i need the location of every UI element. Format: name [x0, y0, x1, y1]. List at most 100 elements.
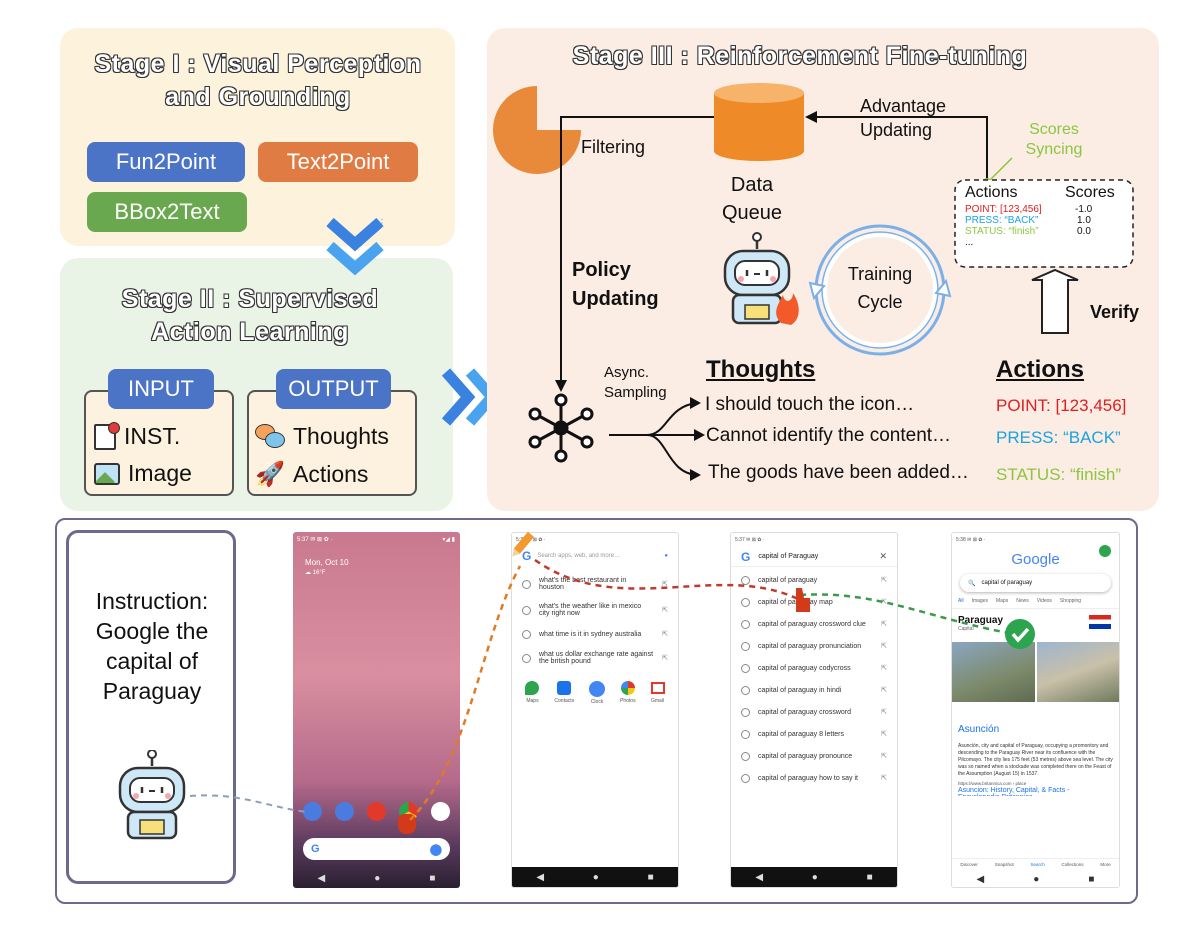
action-status: STATUS: “finish”	[996, 465, 1121, 484]
robot-icon	[118, 750, 186, 840]
output-tag: OUTPUT	[276, 369, 391, 409]
stage3-title: Stage III : Reinforcement Fine-tuning	[572, 42, 1028, 70]
search-icon	[741, 773, 750, 783]
filtering-label: Filtering	[581, 137, 646, 157]
chevron-down-icon: ⋮	[326, 217, 387, 276]
messages-app-icon[interactable]	[335, 802, 354, 821]
output-thoughts-label: Thoughts	[293, 423, 389, 449]
search-input[interactable]: G Search apps, web, and more… ●	[522, 549, 668, 563]
phone-query: 5:37 ✉ ⊠ ✿ · G capital of Paraguay ✕ cap…	[730, 532, 898, 888]
svg-text:⋮: ⋮	[377, 218, 387, 229]
maps-icon	[525, 681, 540, 695]
search-icon	[741, 597, 750, 607]
document-icon	[94, 421, 120, 450]
query-input[interactable]: G capital of Paraguay ✕	[731, 547, 897, 567]
google-logo: Google	[1011, 551, 1060, 568]
answer-link[interactable]: Asuncion: History, Capital, & Facts - En…	[958, 787, 1070, 796]
input-image-row: Image	[94, 460, 192, 487]
cycle-icon	[808, 224, 952, 356]
network-icon	[528, 393, 594, 463]
instruction-card	[66, 530, 236, 884]
phone-app-icon[interactable]	[303, 802, 322, 821]
bottom-frame	[55, 518, 1138, 904]
output-actions-row: 🚀 Actions	[255, 460, 368, 489]
home-date: Mon, Oct 10	[305, 558, 349, 567]
instruction-text: Instruction: Google the capital of Parag…	[95, 588, 209, 704]
list-item[interactable]: capital of paraguay crossword⇱	[731, 701, 897, 723]
rocket-icon: 🚀	[255, 461, 285, 488]
close-icon: ✕	[879, 551, 887, 561]
clock-icon	[589, 681, 606, 697]
answer-title: Asunción	[958, 724, 1000, 735]
contacts-icon	[557, 681, 572, 695]
search-icon	[741, 619, 750, 629]
policy-label: Policy Updating	[572, 259, 659, 310]
robot-icon	[723, 232, 799, 325]
answer-source: https://www.britannica.com › place	[958, 781, 1027, 786]
flag-icon	[1089, 615, 1111, 629]
result-photos	[952, 642, 1119, 702]
search-icon	[741, 575, 750, 585]
table-more: ...	[965, 237, 974, 248]
chip-text2point: Text2Point	[258, 142, 418, 182]
action-press: PRESS: “BACK”	[996, 428, 1121, 447]
list-item[interactable]: what's the best restaurant in houston⇱	[512, 571, 678, 597]
actions-header: Actions	[996, 356, 1085, 383]
image-icon	[94, 462, 120, 485]
thought-1: I should touch the icon…	[705, 394, 915, 415]
list-item[interactable]: capital of paraguay⇱	[731, 569, 897, 591]
suggestion-list: capital of paraguay⇱capital of paraguay …	[731, 569, 897, 789]
advantage-label: Advantage Updating	[860, 96, 947, 140]
list-item[interactable]: what us dollar exchange rate against the…	[512, 645, 678, 671]
chip-bbox2text: BBox2Text	[87, 192, 247, 232]
list-item[interactable]: capital of paraguay how to say it⇱	[731, 767, 897, 789]
scores-syncing-label: Scores Syncing	[1025, 121, 1083, 158]
list-item[interactable]: capital of paraguay pronounce⇱	[731, 745, 897, 767]
list-item[interactable]: capital of paraguay in hindi⇱	[731, 679, 897, 701]
up-arrow-icon	[1031, 268, 1079, 334]
app-row: Maps Contacts Clock Photos Gmail	[512, 681, 678, 705]
dock	[303, 802, 450, 821]
play-store-icon[interactable]	[431, 802, 450, 821]
results-search-bar[interactable]: 🔍capital of paraguay	[960, 574, 1111, 592]
home-weather: ☁ 16°F	[305, 570, 326, 576]
scores-table: Actions Scores POINT: [123,456]-1.0 PRESS…	[965, 184, 1135, 248]
list-item[interactable]: capital of paraguay codycross⇱	[731, 657, 897, 679]
list-item[interactable]: capital of paraguay map⇱	[731, 591, 897, 613]
youtube-app-icon[interactable]	[367, 802, 386, 821]
input-image-label: Image	[128, 460, 192, 486]
input-inst-row: INST.	[94, 421, 180, 450]
output-actions-label: Actions	[293, 461, 369, 487]
list-item[interactable]: capital of paraguay 8 letters⇱	[731, 723, 897, 745]
pie-icon	[493, 86, 581, 174]
table-row: PRESS: “BACK”1.0	[965, 215, 1091, 226]
stage3-panel	[487, 28, 1159, 511]
list-item[interactable]: capital of paraguay crossword clue⇱	[731, 613, 897, 635]
list-item[interactable]: capital of paraguay pronunciation⇱	[731, 635, 897, 657]
search-icon	[741, 663, 750, 673]
table-row: POINT: [123,456]-1.0	[965, 204, 1093, 215]
search-icon	[741, 707, 750, 717]
photos-icon	[620, 681, 635, 695]
list-item[interactable]: what's the weather like in mexico city r…	[512, 597, 678, 623]
thought-2: Cannot identify the content…	[706, 425, 952, 446]
table-col-scores: Scores	[1065, 184, 1115, 201]
stage2-title: Stage II : Supervised Action Learning	[121, 285, 379, 346]
stage1-title: Stage I : Visual Perception and Groundin…	[94, 50, 422, 111]
gmail-icon	[650, 682, 665, 694]
training-cycle-label: Training Cycle	[847, 264, 913, 312]
list-item[interactable]: what time is it in sydney australia⇱	[512, 623, 678, 645]
action-point: POINT: [123,456]	[996, 396, 1127, 415]
table-col-actions: Actions	[965, 184, 1018, 201]
data-queue-label: Data Queue	[722, 174, 783, 224]
hand-pointer-icon	[398, 814, 416, 834]
thought-3: The goods have been added…	[708, 462, 969, 483]
search-icon	[741, 685, 750, 695]
answer-body: Asunción, city and capital of Paraguay, …	[958, 743, 1113, 777]
thoughts-header: Thoughts	[706, 356, 816, 383]
home-search-bar[interactable]: G⬤	[303, 838, 450, 860]
chip-fun2point: Fun2Point	[87, 142, 245, 182]
stage3-diagram	[493, 83, 1134, 481]
async-label: Async. Sampling	[604, 364, 667, 401]
